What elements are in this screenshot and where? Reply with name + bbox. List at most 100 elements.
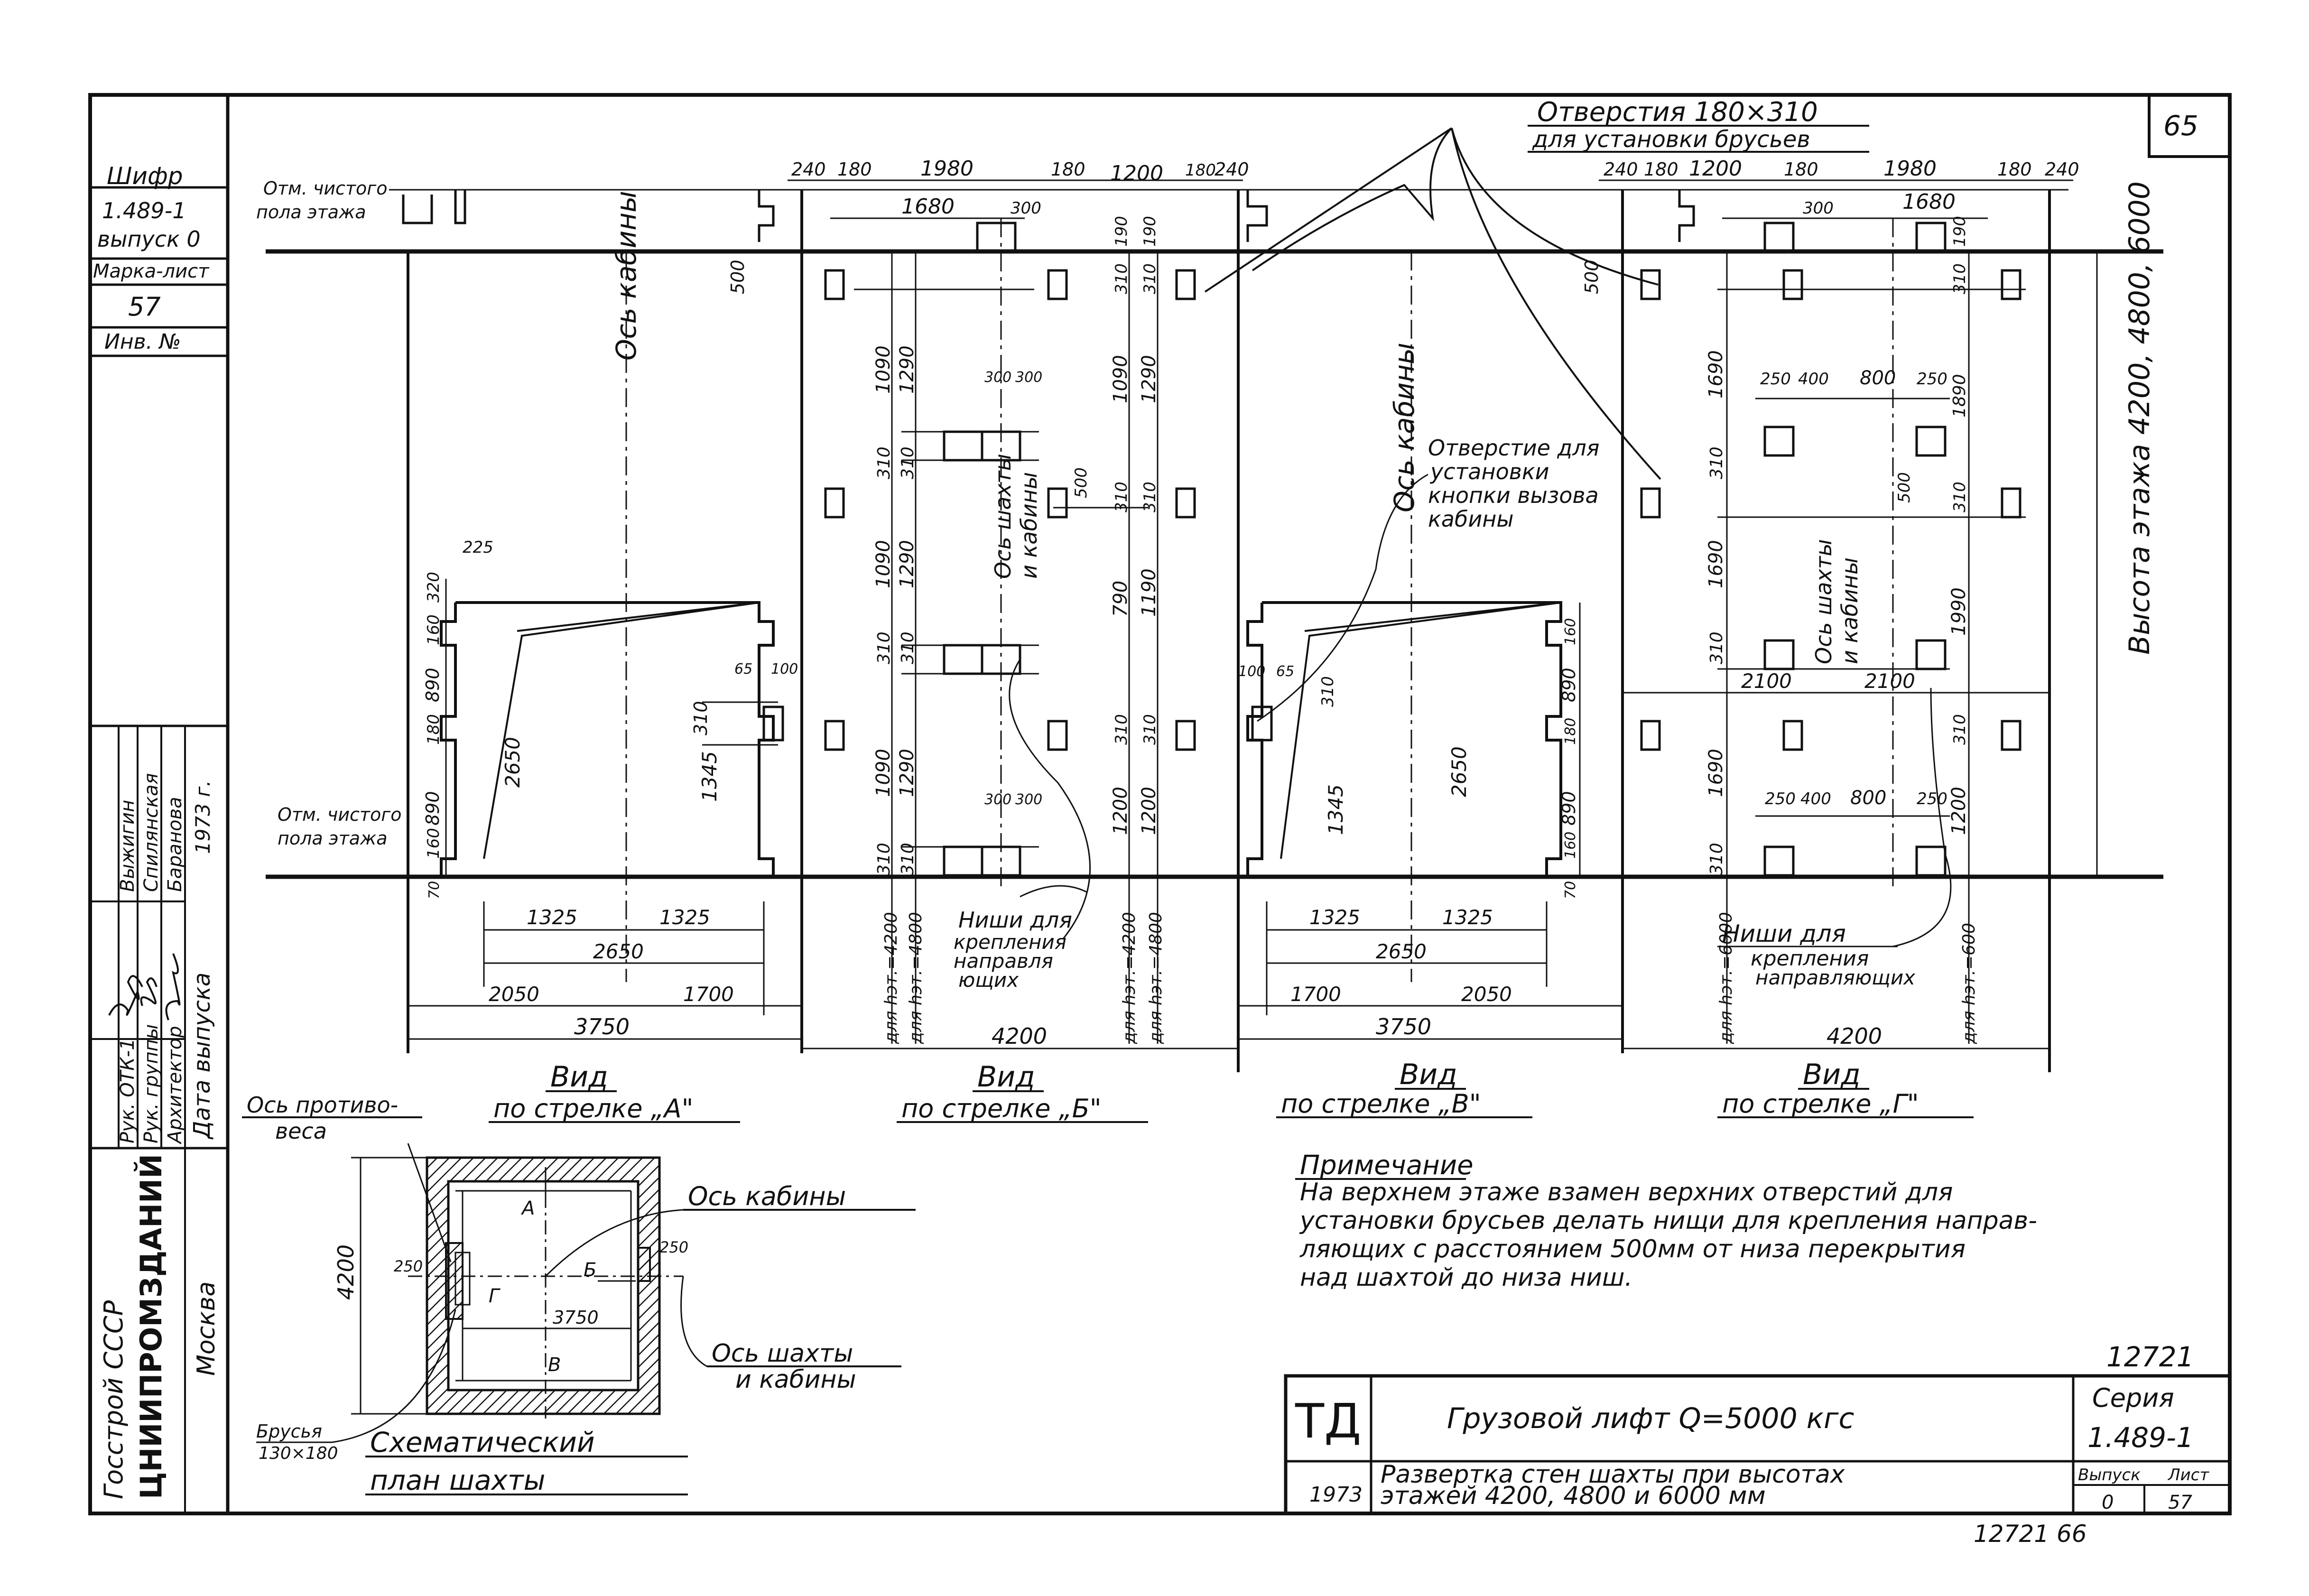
dim: 2050 — [1461, 983, 1512, 1006]
dim: 250 — [659, 1238, 688, 1256]
dim: 1090 — [872, 345, 894, 394]
dim: 1200 — [1689, 157, 1742, 181]
code-label: Шифр — [107, 162, 183, 190]
role-1: Рук. ОТК-1 — [117, 1038, 139, 1143]
dim: 310 — [1950, 482, 1969, 512]
signature-1 — [108, 975, 143, 1016]
dim: 890 — [422, 668, 443, 702]
dim: 240 — [791, 159, 826, 180]
dim: 500 — [1895, 472, 1914, 503]
holes-title: Отверстия 180×310 — [1537, 97, 1818, 128]
dim: 310 — [874, 446, 894, 479]
button-hole-3: кнопки вызова — [1428, 483, 1599, 508]
dim: 2650 — [1376, 940, 1427, 963]
stamp-title: Грузовой лифт Q=5000 кгс — [1447, 1402, 1854, 1435]
counterweight-axis-2: веса — [275, 1118, 327, 1144]
view-a-title: Вид — [550, 1060, 608, 1094]
wall-boundaries — [407, 190, 2051, 1072]
dim: 70 — [1562, 881, 1579, 899]
dim: 1290 — [896, 345, 918, 394]
top-dims-right: 240 180 1200 180 1980 180 240 300 1680 — [1599, 157, 2079, 218]
doc-number: 12721 — [2106, 1341, 2194, 1373]
dim: 1890 — [1950, 374, 1969, 418]
title-stamp: 12721 ТД 1973 Грузовой лифт Q=5000 кгс Р… — [1284, 1341, 2232, 1548]
dim: 310 — [898, 631, 918, 664]
page-number-box — [2148, 93, 2231, 158]
plan-letter-g: Г — [489, 1285, 501, 1307]
dim: 1090 — [1110, 355, 1131, 403]
note-block: Примечание На верхнем этаже взамен верхн… — [1295, 1150, 2037, 1292]
name-1: Выжигин — [117, 800, 139, 892]
plan-letter-a: А — [520, 1197, 535, 1219]
dim: 500 — [727, 260, 748, 294]
dim: 3750 — [574, 1014, 630, 1039]
series-value: 1.489-1 — [2087, 1421, 2194, 1454]
footer-number: 12721 66 — [1974, 1520, 2087, 1548]
dim: 1990 — [1948, 587, 1970, 636]
dim: 500 — [1072, 467, 1091, 498]
dim: 1980 — [1883, 157, 1937, 181]
dim: 890 — [422, 791, 443, 826]
dim: 250 — [1917, 789, 1947, 808]
dim: 310 — [1112, 263, 1131, 294]
dim: 2100 — [1864, 669, 1915, 693]
dim: 1980 — [920, 157, 974, 181]
inv-label: Инв. № — [104, 330, 181, 354]
dim: 310 — [1112, 714, 1131, 745]
beams-size: 130×180 — [259, 1444, 338, 1463]
role-2: Рук. группы — [140, 1024, 162, 1143]
mark-sheet-label: Марка-лист — [93, 260, 210, 282]
dim: 65 — [1276, 663, 1294, 680]
dim: 310 — [1950, 263, 1969, 294]
dim: 225 — [463, 538, 493, 557]
note-line-4: над шахтой до низа ниш. — [1300, 1263, 1632, 1292]
view-b-niche-1: Ниши для — [958, 907, 1072, 933]
stamp-subtitle-1: Развертка стен шахты при высотах — [1381, 1460, 1845, 1489]
dim: 160 — [1562, 618, 1579, 645]
dim: 310 — [1707, 446, 1726, 479]
note-line-2: установки брусьев делать нищи для крепле… — [1299, 1206, 2037, 1235]
view-v-subtitle: по стрелке „В" — [1281, 1089, 1481, 1119]
note-line-1: На верхнем этаже взамен верхних отверсти… — [1300, 1178, 1953, 1206]
org-line-1: Госстрой СССР — [99, 1300, 129, 1499]
dim: 1690 — [1705, 350, 1727, 399]
org-city: Москва — [192, 1281, 221, 1376]
dim: 1690 — [1705, 749, 1727, 797]
dim: 790 — [1110, 581, 1131, 617]
dim: 400 — [1800, 789, 1831, 808]
dim: 1700 — [683, 983, 734, 1006]
role-3: Архитектор — [164, 1026, 186, 1145]
name-2: Спилянская — [140, 773, 162, 892]
dim: 180 — [1644, 159, 1678, 180]
dim: 300 — [1011, 199, 1041, 218]
dim: 310 — [1707, 843, 1726, 875]
plan-shaft-axis-1: Ось шахты — [712, 1339, 853, 1368]
dim: 4200 — [333, 1244, 359, 1300]
dim: 1325 — [1309, 906, 1360, 929]
dim: 310 — [1141, 263, 1159, 294]
dim: 310 — [874, 843, 894, 875]
dim: 800 — [1850, 787, 1886, 809]
dim: 1090 — [872, 749, 894, 797]
dim: 240 — [2045, 159, 2079, 180]
dim: 190 — [1141, 216, 1159, 247]
dim: для hэт.=6000 — [1716, 912, 1736, 1044]
dim: 180 — [424, 714, 443, 745]
stamp-year: 1973 — [1309, 1483, 1363, 1507]
counterweight-axis-1: Ось противо- — [247, 1092, 398, 1118]
issue-value: выпуск 0 — [97, 226, 201, 252]
view-a-wall: 500 Ось кабины 320 160 890 180 890 160 7… — [408, 191, 802, 1123]
plan-letter-v: В — [548, 1354, 561, 1376]
dim: 190 — [1950, 216, 1969, 247]
dim: 300 — [1803, 199, 1834, 218]
dim: для hэт.=4800 — [1146, 912, 1166, 1044]
dim: для hэт.=600 — [1959, 923, 1979, 1044]
dim: 300 — [1015, 369, 1042, 386]
top-dims-left: 240 180 1980 180 1200 180 240 1680 300 — [788, 157, 1249, 219]
dim: 1200 — [1110, 787, 1131, 835]
dim: 300 — [984, 369, 1011, 386]
floor-mark-bottom-2: пола этажа — [278, 828, 388, 849]
code-value: 1.489-1 — [102, 198, 186, 223]
button-hole-1: Отверстие для — [1428, 435, 1599, 461]
